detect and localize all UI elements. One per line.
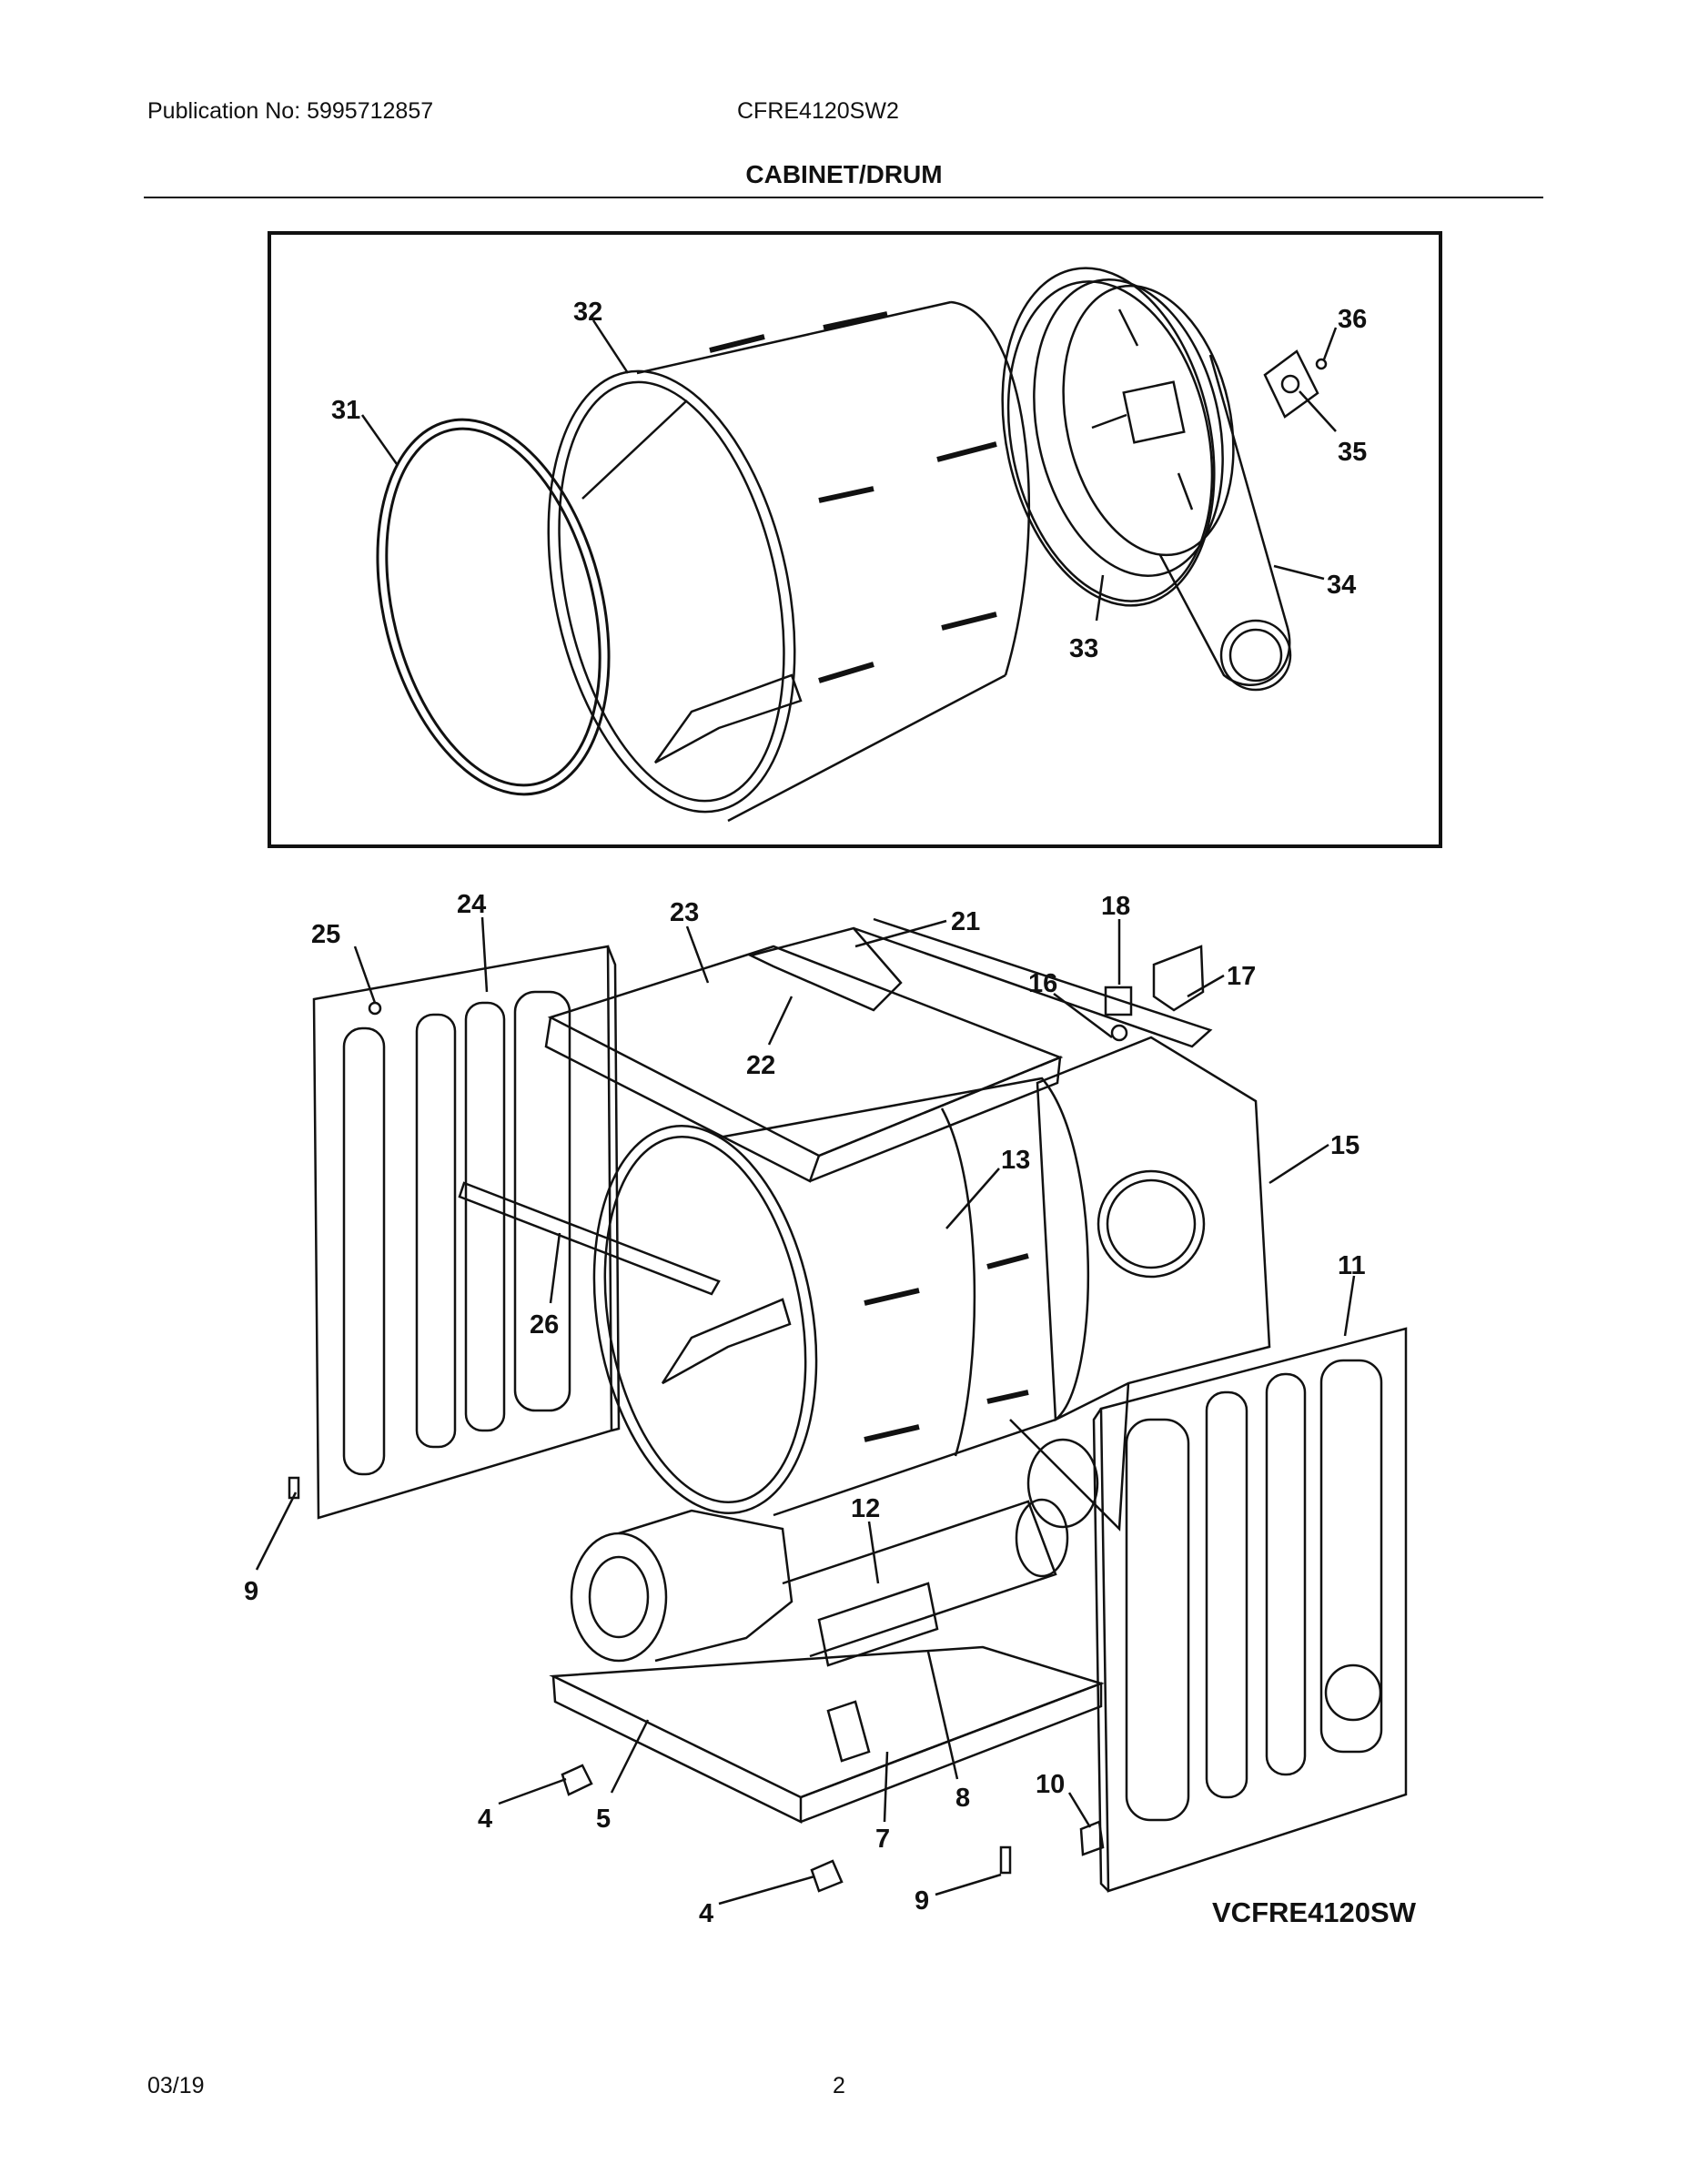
callout-15: 15 xyxy=(1330,1131,1359,1160)
callout-33: 33 xyxy=(1069,634,1098,663)
drum-shell xyxy=(547,300,1030,823)
callout-5: 5 xyxy=(596,1805,611,1834)
revision-date: 03/19 xyxy=(147,2073,205,2098)
drive-belt xyxy=(1001,267,1292,692)
callout-16: 16 xyxy=(1028,969,1057,998)
drum-inset-frame xyxy=(268,231,1442,848)
callout-8: 8 xyxy=(955,1784,970,1813)
base-assembly xyxy=(549,1645,1105,1825)
callout-36: 36 xyxy=(1338,305,1367,334)
callout-25: 25 xyxy=(311,920,340,949)
section-title: CABINET/DRUM xyxy=(745,160,943,188)
header-rule xyxy=(144,197,1543,198)
callout-17: 17 xyxy=(1227,962,1256,991)
callout-4-bottom: 4 xyxy=(699,1899,713,1928)
callout-22: 22 xyxy=(746,1051,775,1080)
callout-11: 11 xyxy=(1338,1251,1366,1280)
top-panel xyxy=(544,945,1064,1183)
callout-18: 18 xyxy=(1101,892,1130,921)
drum-front-seal xyxy=(376,418,611,796)
callout-35: 35 xyxy=(1338,438,1367,467)
cabinet-callouts: 25 24 23 21 18 17 16 22 15 13 11 26 12 9… xyxy=(244,890,1417,1928)
callout-13: 13 xyxy=(1001,1146,1030,1175)
drum-callouts: 31 32 33 34 35 36 xyxy=(331,298,1367,663)
drum-rear-bulkhead xyxy=(1006,278,1235,602)
callout-23: 23 xyxy=(670,898,699,927)
control-mount-rail xyxy=(747,917,1213,1048)
model-number: CFRE4120SW2 xyxy=(737,98,899,124)
left-side-panel xyxy=(312,945,621,1520)
publication-number: Publication No: 5995712857 xyxy=(147,98,434,124)
callout-34: 34 xyxy=(1327,571,1356,600)
page-number: 2 xyxy=(833,2073,845,2098)
front-panel xyxy=(1092,1327,1408,1893)
drawing-code: VCFRE4120SW xyxy=(1212,1896,1417,1928)
callout-12: 12 xyxy=(851,1494,880,1523)
cabinet-callout-leaders xyxy=(255,916,1356,1906)
callout-10: 10 xyxy=(1036,1770,1065,1799)
callout-32: 32 xyxy=(573,298,602,327)
callout-31: 31 xyxy=(331,396,360,425)
callout-9-bottom: 9 xyxy=(915,1886,929,1916)
callout-26: 26 xyxy=(530,1310,559,1340)
small-parts xyxy=(288,945,1205,1893)
callout-7: 7 xyxy=(875,1825,890,1854)
callout-24: 24 xyxy=(457,890,486,919)
callout-4-left: 4 xyxy=(478,1805,492,1834)
blower-heater-assembly xyxy=(570,1498,1069,1667)
bearing-bracket xyxy=(1263,349,1328,419)
rear-panel xyxy=(1009,1036,1271,1532)
callout-21: 21 xyxy=(951,907,980,936)
cabinet-drum xyxy=(592,1077,1090,1517)
callout-9-left: 9 xyxy=(244,1577,258,1606)
drum-callout-leaders xyxy=(360,319,1338,622)
